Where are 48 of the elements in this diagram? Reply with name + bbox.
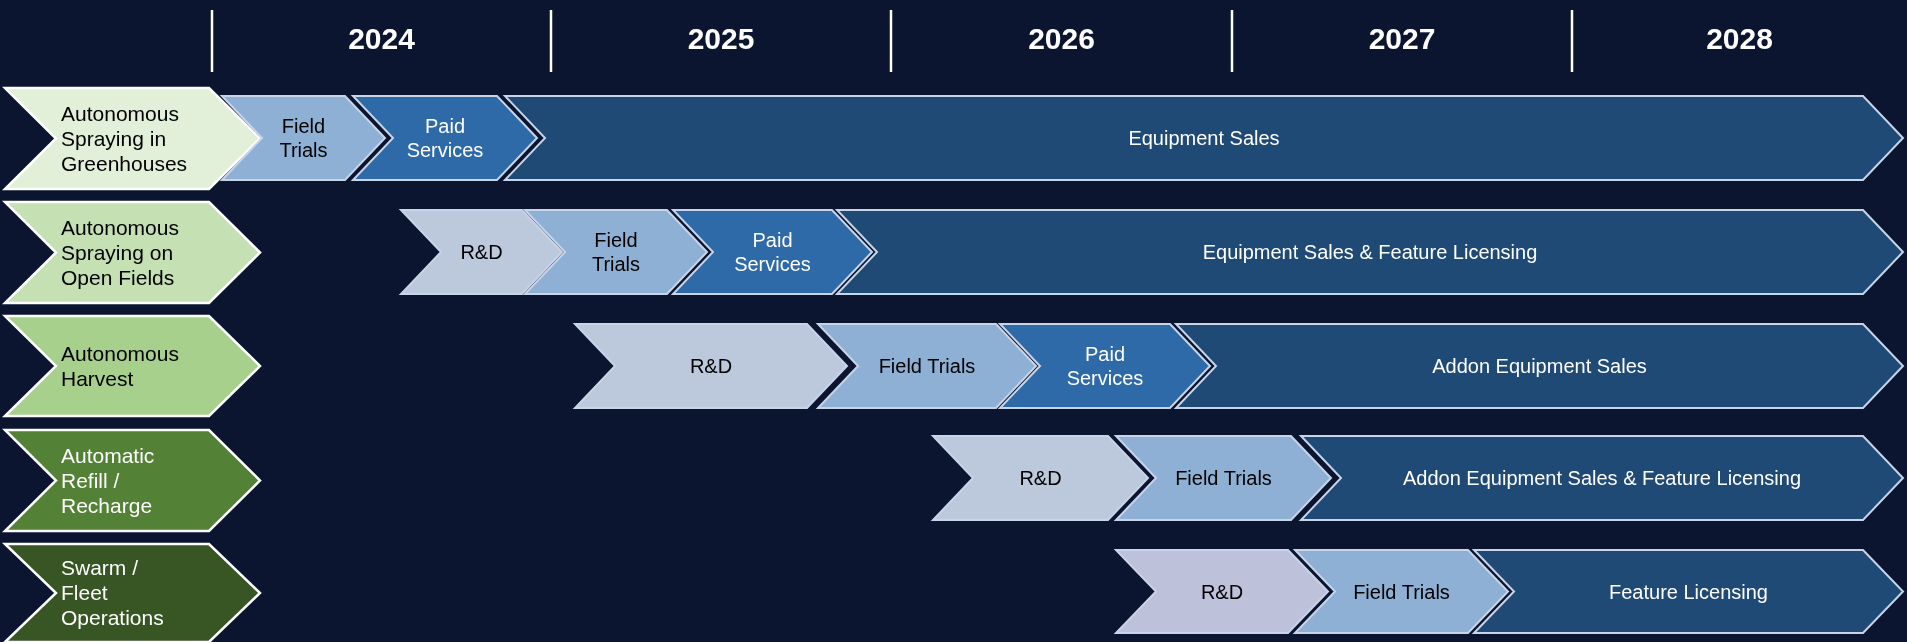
track-tab: [5, 202, 260, 303]
track-tab: [5, 88, 260, 189]
phase-block: [1295, 550, 1508, 633]
track-tab: [5, 430, 260, 531]
phase-block: [1116, 436, 1331, 520]
phase-block: [353, 96, 537, 180]
year-heading: 2024: [347, 22, 416, 56]
phase-label: Field Trials: [1174, 466, 1273, 490]
track-label: Autonomous Spraying on Open Fields: [61, 214, 180, 291]
phase-label: Field Trials: [590, 228, 642, 276]
phase-block: [673, 210, 872, 294]
phase-block: [1176, 324, 1903, 408]
phase-label: Paid Services: [405, 114, 485, 162]
phase-label: Paid Services: [733, 228, 812, 276]
phase-block: [933, 436, 1148, 520]
phase-label: Equipment Sales & Feature Licensing: [1201, 240, 1539, 264]
phase-block: [1116, 550, 1328, 633]
phase-label: Field Trials: [278, 114, 329, 162]
phase-block: [505, 96, 1903, 180]
phase-block: [1301, 436, 1903, 520]
phase-label: Feature Licensing: [1608, 579, 1769, 604]
phase-block: [525, 210, 707, 294]
phase-label: Field Trials: [877, 354, 977, 378]
phase-label: R&D: [688, 354, 734, 378]
track-label: Swarm / Fleet Operations: [61, 555, 165, 631]
phase-label: Paid Services: [1065, 342, 1145, 390]
phase-block: [837, 210, 1903, 294]
year-heading: 2026: [1027, 22, 1096, 56]
year-heading: 2027: [1367, 22, 1437, 56]
phase-block: [401, 210, 562, 294]
phase-label: Addon Equipment Sales: [1431, 354, 1648, 378]
phase-label: R&D: [1018, 466, 1063, 490]
phase-label: Addon Equipment Sales & Feature Licensing: [1402, 466, 1802, 490]
track-tab: [5, 316, 260, 416]
phase-label: Field Trials: [1352, 579, 1451, 604]
phase-label: Equipment Sales: [1127, 126, 1281, 150]
track-label: Automatic Refill / Recharge: [61, 442, 156, 519]
phase-block: [1474, 550, 1903, 633]
track-tab: [5, 544, 260, 642]
phase-block: [575, 324, 847, 408]
phase-block: [818, 324, 1036, 408]
year-heading: 2025: [686, 22, 756, 56]
phase-label: R&D: [1199, 579, 1245, 604]
track-label: Autonomous Harvest: [61, 340, 180, 392]
phase-label: R&D: [459, 240, 504, 264]
phase-block: [222, 96, 385, 180]
year-heading: 2028: [1705, 22, 1774, 56]
phase-block: [1000, 324, 1210, 408]
